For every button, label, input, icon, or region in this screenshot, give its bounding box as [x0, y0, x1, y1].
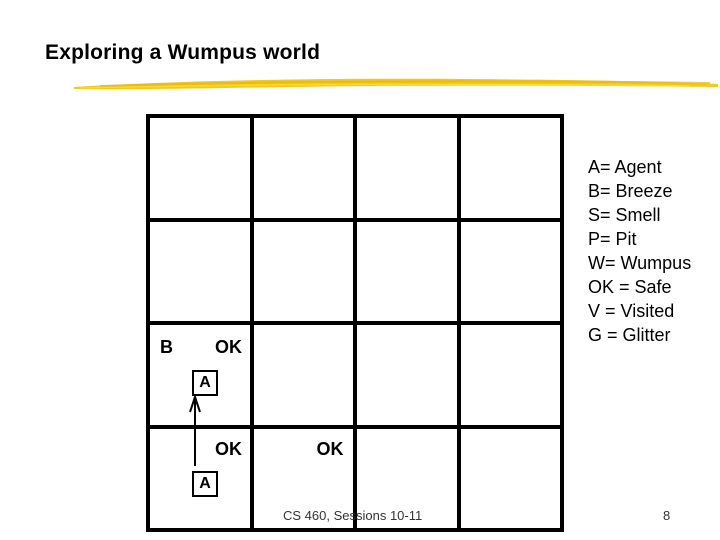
- legend-item: A= Agent: [588, 157, 662, 177]
- legend-item: OK = Safe: [588, 277, 672, 297]
- legend-item: G = Glitter: [588, 325, 671, 345]
- grid-cell-3-4: [460, 325, 560, 425]
- grid-cell-1-2: [253, 118, 353, 218]
- grid-cell-3-3: [357, 325, 457, 425]
- title-underline-stroke: [74, 78, 718, 90]
- agent-marker: A: [192, 370, 218, 396]
- page-number: 8: [663, 508, 671, 523]
- footer-course-label: CS 460, Sessions 10-11: [283, 508, 423, 523]
- grid-cell-2-4: [460, 221, 560, 321]
- grid-cell-2-1: [150, 221, 250, 321]
- safe-label: OK: [316, 438, 344, 459]
- legend-item: V = Visited: [588, 301, 675, 321]
- move-up-arrow-icon: [189, 393, 201, 466]
- legend-item: W= Wumpus: [588, 253, 692, 273]
- safe-label: OK: [215, 438, 242, 459]
- grid-cell-2-3: [357, 221, 457, 321]
- grid-cell-4-2: OK: [253, 428, 353, 528]
- grid-cell-4-1: OK A: [150, 428, 250, 528]
- grid-cell-4-4: [460, 428, 560, 528]
- safe-label: OK: [215, 337, 242, 357]
- slide-title: Exploring a Wumpus world: [45, 41, 321, 64]
- legend-item: B= Breeze: [588, 181, 673, 201]
- grid-cell-3-1: B OK A: [150, 325, 250, 425]
- legend-item: S= Smell: [588, 205, 661, 225]
- agent-marker: A: [192, 470, 218, 497]
- grid-cell-1-3: [357, 118, 457, 218]
- grid-cell-1-1: [150, 118, 250, 218]
- breeze-label: B: [160, 337, 173, 357]
- legend-item: P= Pit: [588, 229, 637, 249]
- grid-cell-2-2: [253, 221, 353, 321]
- grid-cell-3-2: [253, 325, 353, 425]
- grid-cell-4-3: [357, 428, 457, 528]
- legend: A= Agent B= Breeze S= Smell P= Pit W= Wu…: [588, 155, 691, 347]
- wumpus-grid: B OK A OK A OK: [146, 114, 564, 532]
- grid-cell-1-4: [460, 118, 560, 218]
